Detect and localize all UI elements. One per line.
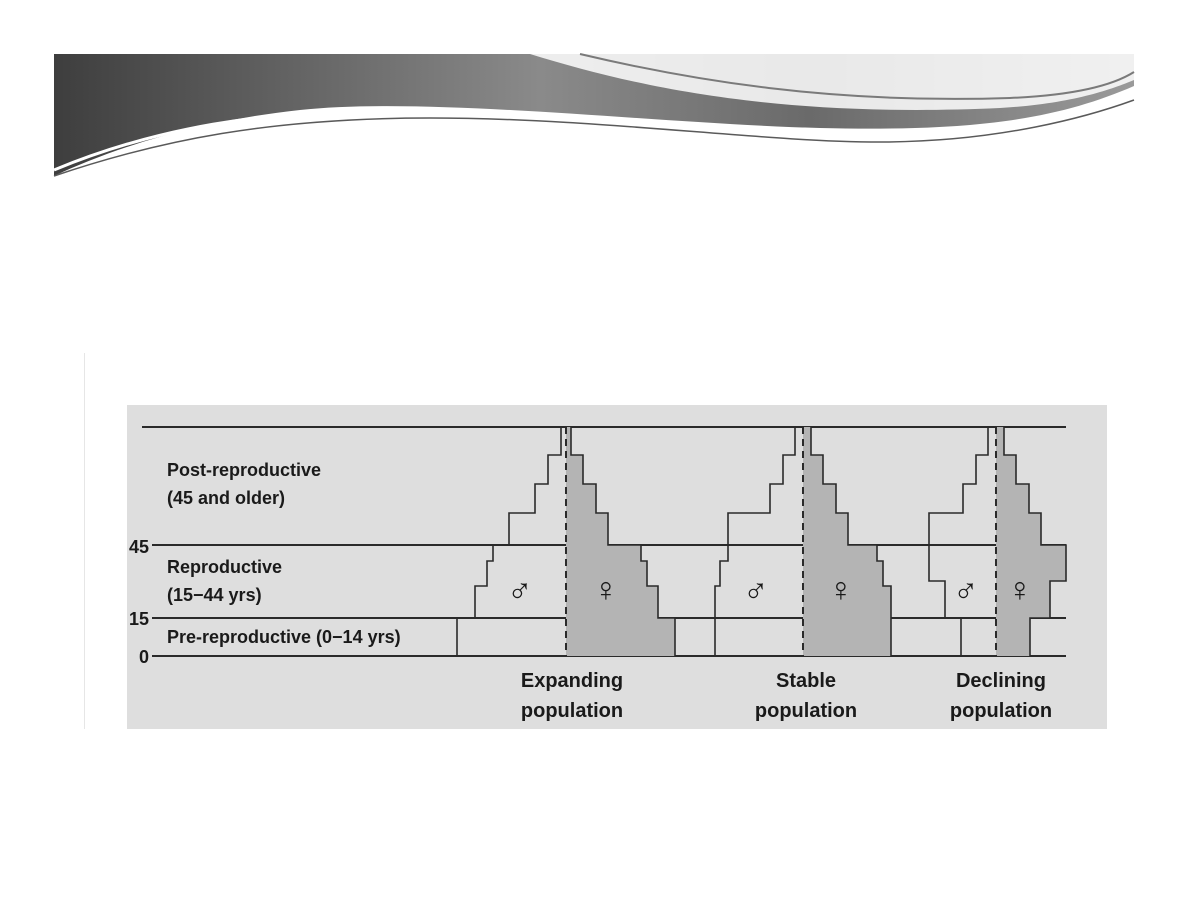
stable-caption-line2: population (755, 700, 857, 722)
y-tick-0: 0 (139, 647, 149, 667)
expanding-male-symbol: ♂ (507, 571, 533, 609)
expanding-female-prerepro-fill (566, 618, 675, 656)
reproductive-range: (15−44 yrs) (167, 585, 262, 605)
expanding-female-symbol: ♀ (593, 571, 619, 609)
declining-male-outline (928, 427, 989, 656)
declining-caption-line1: Declining (956, 670, 1046, 692)
stable-female-outline (810, 427, 892, 656)
declining-female-prerepro-fill (996, 618, 1030, 656)
expanding-male-outline (456, 427, 562, 656)
stable-male-symbol: ♂ (743, 571, 769, 609)
expanding-caption-line1: Expanding (521, 670, 623, 692)
y-tick-15: 15 (129, 609, 149, 629)
declining-male-symbol: ♂ (953, 571, 979, 609)
post-reproductive-range: (45 and older) (167, 488, 285, 508)
age-structure-diagram: 45 15 0 Post-reproductive (45 and older)… (84, 353, 1107, 729)
post-reproductive-label: Post-reproductive (167, 460, 321, 480)
declining-female-symbol: ♀ (1007, 571, 1033, 609)
expanding-caption-line2: population (521, 700, 623, 722)
declining-caption-line2: population (950, 700, 1052, 722)
reproductive-label: Reproductive (167, 557, 282, 577)
female-halves (566, 427, 1066, 656)
stable-female-prerepro-fill (803, 618, 891, 656)
decorative-header-banner (53, 53, 1135, 177)
stable-caption-line1: Stable (776, 670, 836, 692)
stable-male-outline (714, 427, 796, 656)
pre-reproductive-label: Pre-reproductive (0−14 yrs) (167, 627, 401, 647)
stable-female-fill (803, 427, 891, 618)
expanding-female-fill (566, 427, 658, 618)
expanding-female-outline (570, 427, 676, 656)
stable-female-symbol: ♀ (828, 571, 854, 609)
declining-female-outline (1003, 427, 1067, 656)
y-tick-45: 45 (129, 537, 149, 557)
declining-female-fill (996, 427, 1066, 618)
